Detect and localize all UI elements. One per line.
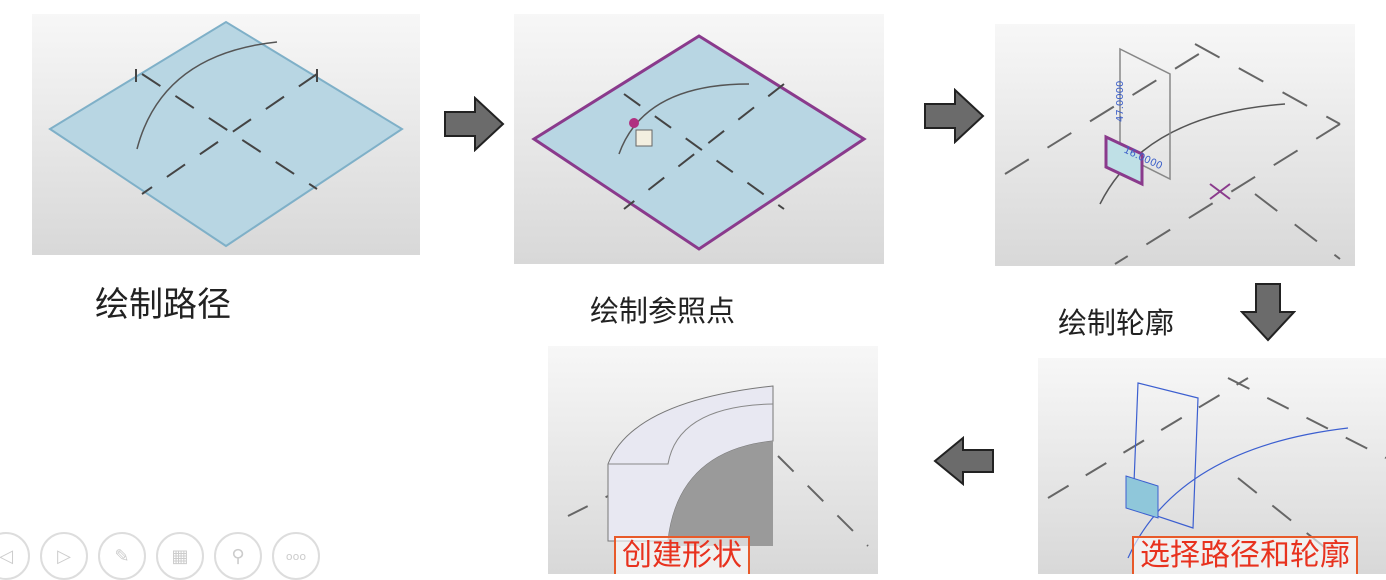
arrow-right-icon [924,88,985,144]
select-path-profile-label: 选择路径和轮廓 [1132,536,1358,574]
create-form-label: 创建形状 [614,536,750,574]
step4-image: 创建形状 [548,346,878,574]
zoom-icon[interactable]: ⚲ [214,532,262,580]
arrow-left-icon [933,436,994,486]
play-icon[interactable]: ▷ [40,532,88,580]
step2-image [514,14,884,264]
previous-icon[interactable]: ◁ [0,532,30,580]
step5-image: 选择路径和轮廓 [1038,358,1386,574]
pen-icon[interactable]: ✎ [98,532,146,580]
step1-image [32,14,420,255]
step3-label: 绘制轮廓 [1058,306,1175,340]
step3-image: 47.0000 16.0000 [995,24,1355,266]
slides-icon[interactable]: ▦ [156,532,204,580]
step2-label: 绘制参照点 [590,294,736,328]
slideshow-toolbar: ◁ ▷ ✎ ▦ ⚲ ooo [0,532,320,580]
arrow-right-icon [444,96,505,152]
arrow-down-icon [1240,283,1296,342]
dimension-height: 47.0000 [1115,81,1126,122]
step1-label: 绘制路径 [95,285,231,325]
more-icon[interactable]: ooo [272,532,320,580]
